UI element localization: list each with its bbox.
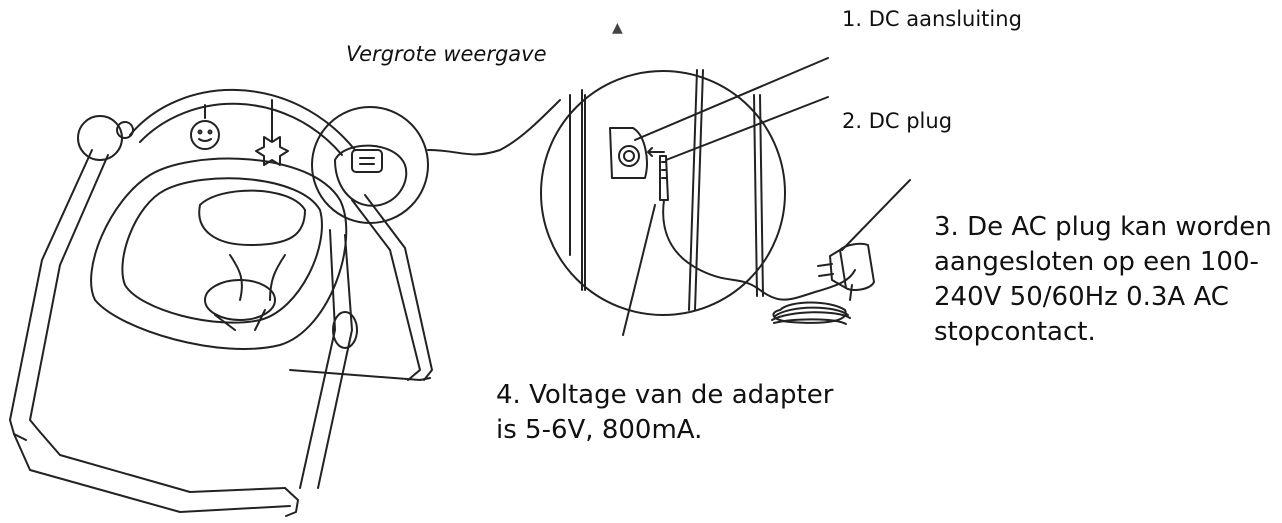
magnified-circle: [540, 70, 786, 316]
callout-adapter-line-2: is 5-6V, 800mA.: [496, 415, 703, 445]
leader-ac-plug: [841, 179, 911, 251]
magnified-view: [540, 69, 856, 316]
leader-dc-port: [634, 57, 829, 141]
zoom-lead-line: [427, 99, 561, 156]
callout-dc-port: 1. DC aansluiting: [842, 7, 1022, 31]
callout-ac-plug-line-1: 3. De AC plug kan worden: [934, 212, 1272, 242]
direction-marker: ▲: [612, 20, 623, 36]
dc-plug: [659, 155, 669, 201]
leader-adapter: [622, 204, 656, 336]
dc-socket: [609, 127, 648, 179]
adapter-cable: [662, 199, 856, 301]
callout-adapter: 4. Voltage van de adapter is 5-6V, 800mA…: [496, 378, 833, 448]
swing-seat: [90, 157, 348, 350]
coiled-cable-adapter: [771, 242, 875, 325]
callout-ac-plug-line-4: stopcontact.: [934, 317, 1096, 347]
star-toy: [255, 136, 289, 166]
zoom-source-circle: [311, 106, 429, 224]
callout-adapter-line-1: 4. Voltage van de adapter: [496, 380, 834, 410]
callout-dc-plug: 2. DC plug: [842, 109, 953, 133]
sun-toy: [190, 120, 220, 150]
ac-adapter: [839, 242, 875, 291]
zoom-caption: Vergrote weergave: [346, 42, 547, 66]
left-hub: [77, 115, 123, 161]
baby-swing: [9, 89, 561, 517]
callout-ac-plug-line-2: aangesloten op een 100-: [934, 247, 1259, 277]
callout-ac-plug: 3. De AC plug kan worden aangesloten op …: [934, 210, 1272, 350]
control-unit: [334, 144, 408, 207]
leader-dc-plug: [665, 96, 829, 161]
callout-ac-plug-line-3: 240V 50/60Hz 0.3A AC: [934, 282, 1229, 312]
